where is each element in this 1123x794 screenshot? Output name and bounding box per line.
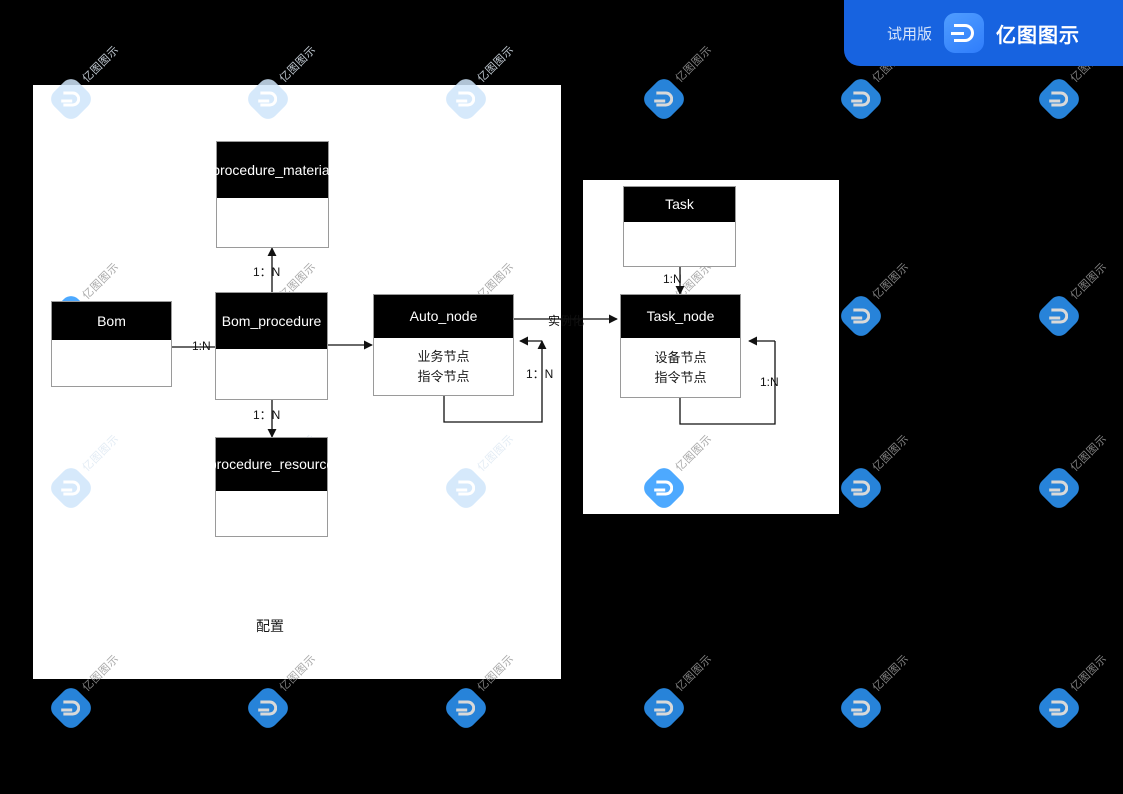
entity-task-body: [624, 222, 735, 266]
entity-procedure-material-title: procedure_material: [212, 142, 333, 198]
edraw-watermark-icon: 亿图图示: [1034, 261, 1123, 341]
entity-auto-node[interactable]: Auto_node 业务节点 指令节点: [373, 294, 514, 396]
trial-label: 试用版: [886, 25, 932, 43]
edraw-watermark-icon: 亿图图示: [836, 261, 940, 341]
entity-task-node-row-0: 设备节点: [654, 350, 707, 365]
entity-task-node-body: 设备节点 指令节点: [621, 338, 740, 397]
trial-badge[interactable]: 试用版 亿图图示: [844, 0, 1123, 66]
entity-auto-node-body: 业务节点 指令节点: [374, 338, 513, 395]
edraw-watermark-icon: 亿图图示: [1034, 433, 1123, 513]
entity-auto-node-row-0: 业务节点: [417, 349, 470, 364]
edraw-watermark-icon: 亿图图示: [639, 653, 743, 733]
entity-task-title: Task: [624, 187, 735, 222]
edge-label-bom-procedure-to-material: 1：N: [253, 265, 281, 279]
entity-bom-procedure-body: [216, 349, 327, 399]
entity-procedure-material-body: [217, 198, 328, 247]
entity-task-node[interactable]: Task_node 设备节点 指令节点: [620, 294, 741, 398]
edraw-watermark-icon: 亿图图示: [836, 433, 940, 513]
panel-config-caption: 配置: [256, 618, 284, 634]
edge-label-task-node-self: 1:N: [760, 375, 779, 389]
entity-auto-node-title: Auto_node: [374, 295, 513, 338]
entity-procedure-resource-title: procedure_resource: [209, 438, 334, 491]
entity-bom-title: Bom: [52, 302, 171, 340]
edraw-logo-icon: [944, 13, 984, 53]
entity-bom-procedure[interactable]: Bom_procedure: [215, 292, 328, 400]
entity-task-node-row-1: 指令节点: [654, 369, 707, 385]
entity-auto-node-row-1: 指令节点: [417, 368, 470, 384]
edraw-watermark-icon: 亿图图示: [1034, 653, 1123, 733]
entity-procedure-resource[interactable]: procedure_resource: [209, 437, 334, 537]
edraw-watermark-icon: 亿图图示: [46, 653, 150, 733]
edraw-watermark-icon: 亿图图示: [243, 653, 347, 733]
edraw-watermark-icon: 亿图图示: [836, 44, 940, 124]
edge-label-instantiate: 实例化: [548, 314, 585, 328]
entity-procedure-resource-body: [216, 491, 327, 536]
entity-task[interactable]: Task: [623, 186, 736, 267]
entity-bom-body: [52, 340, 171, 386]
edraw-watermark-icon: 亿图图示: [1034, 44, 1123, 124]
entity-procedure-material[interactable]: procedure_material: [212, 141, 333, 248]
entity-bom[interactable]: Bom: [51, 301, 172, 387]
edraw-watermark-icon: 亿图图示: [441, 653, 545, 733]
edge-label-bom-to-bom-procedure: 1:N: [192, 339, 211, 353]
edge-label-task-to-task-node: 1:N: [663, 272, 682, 286]
entity-task-node-title: Task_node: [621, 295, 740, 338]
edraw-watermark-icon: 亿图图示: [836, 653, 940, 733]
edge-label-auto-node-self: 1：N: [526, 367, 554, 381]
edraw-watermark-icon: 亿图图示: [639, 44, 743, 124]
edge-label-bom-procedure-to-resource: 1：N: [253, 408, 281, 422]
entity-bom-procedure-title: Bom_procedure: [216, 293, 327, 349]
brand-label: 亿图图示: [996, 24, 1080, 47]
